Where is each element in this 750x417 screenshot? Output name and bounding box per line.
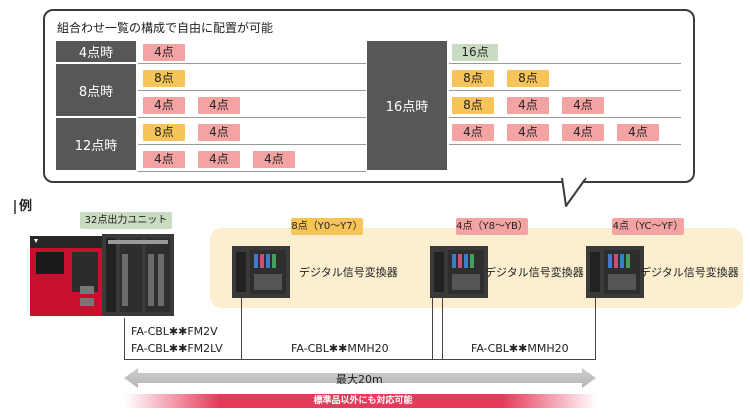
callout-pointer: [561, 176, 587, 207]
example-label: 例: [14, 200, 32, 214]
callout-title: 組合わせ一覧の構成で自由に配置が可能: [57, 21, 274, 35]
max-distance-label: 最大20m: [336, 373, 383, 386]
row-divider: [138, 171, 366, 172]
group-label-8pt: 8点時: [56, 64, 136, 116]
chip-4pt: 4点: [562, 97, 604, 114]
row-divider: [138, 117, 366, 118]
converter-label-3: デジタル信号変換器: [640, 266, 739, 279]
chip-4pt: 4点: [198, 97, 240, 114]
custom-support-note: 標準品以外にも対応可能: [313, 396, 413, 406]
row-divider: [449, 144, 681, 145]
group-label-4pt: 4点時: [56, 41, 136, 62]
converter-device-1: [232, 246, 290, 298]
chip-4pt: 4点: [507, 97, 549, 114]
segment-tag-y0-y7: 8点（Y0～Y7）: [291, 218, 363, 235]
chip-4pt: 4点: [198, 124, 240, 141]
cable-label-mmh20-2: FA-CBL✱✱MMH20: [471, 342, 569, 355]
row-divider: [138, 63, 366, 64]
converter-label-2: デジタル信号変換器: [485, 266, 584, 279]
chip-4pt: 4点: [143, 44, 185, 61]
cable-label-fm2v: FA-CBL✱✱FM2V: [131, 325, 218, 338]
row-divider: [138, 90, 366, 91]
segment-tag-yc-yf: 4点（YC～YF）: [612, 218, 684, 235]
converter-device-2: [430, 246, 488, 298]
distance-arrow: [124, 368, 596, 388]
cable-label-fm2lv: FA-CBL✱✱FM2LV: [131, 342, 223, 355]
chip-8pt: 8点: [452, 70, 494, 87]
chip-4pt: 4点: [452, 124, 494, 141]
chip-4pt: 4点: [562, 124, 604, 141]
row-divider: [449, 117, 681, 118]
cable-wire: [432, 298, 433, 360]
custom-support-bar: [125, 394, 597, 408]
chip-4pt: 4点: [143, 97, 185, 114]
chip-8pt: 8点: [507, 70, 549, 87]
chip-4pt: 4点: [143, 151, 185, 168]
cable-wire: [595, 298, 596, 360]
cable-wire: [124, 359, 596, 360]
cable-wire: [124, 318, 125, 360]
group-label-12pt: 12点時: [56, 118, 136, 170]
converter-device-3: [586, 246, 644, 298]
combination-callout: 組合わせ一覧の構成で自由に配置が可能 4点時 8点時 12点時 4点 8点 4点…: [43, 9, 695, 183]
chip-4pt: 4点: [617, 124, 659, 141]
output-unit-tag: 32点出力ユニット: [80, 212, 172, 229]
chip-4pt: 4点: [253, 151, 295, 168]
chip-4pt: 4点: [507, 124, 549, 141]
row-divider: [449, 63, 681, 64]
row-divider: [138, 144, 366, 145]
row-divider: [449, 90, 681, 91]
chip-8pt: 8点: [143, 70, 185, 87]
chip-8pt: 8点: [143, 124, 185, 141]
segment-tag-y8-yb: 4点（Y8～YB）: [456, 218, 528, 235]
chip-8pt: 8点: [452, 97, 494, 114]
cable-wire: [241, 298, 242, 360]
group-label-16pt: 16点時: [367, 41, 447, 170]
chip-16pt: 16点: [452, 44, 498, 61]
cable-wire: [442, 298, 443, 360]
chip-4pt: 4点: [198, 151, 240, 168]
cable-label-mmh20-1: FA-CBL✱✱MMH20: [291, 342, 389, 355]
converter-label-1: デジタル信号変換器: [299, 266, 398, 279]
plc-unit-image: [30, 234, 174, 316]
